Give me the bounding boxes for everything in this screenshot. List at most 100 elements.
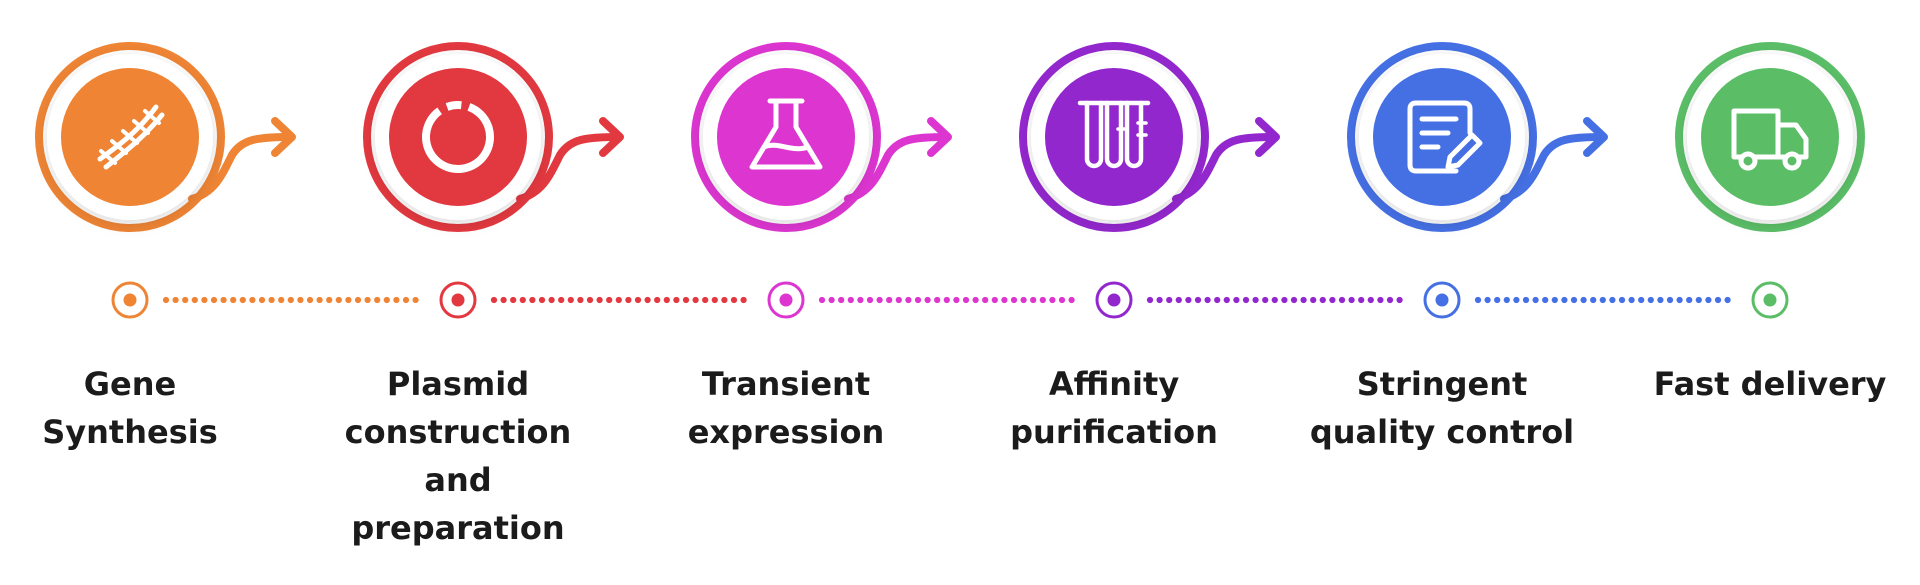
arrow-connector (516, 133, 622, 203)
connector-dot (673, 296, 680, 304)
connector-dot (615, 296, 622, 304)
connector-dot (490, 296, 498, 304)
connector-dot (1714, 296, 1722, 304)
connector-dot (1271, 296, 1278, 304)
connector-dot (1310, 296, 1317, 304)
connector-dot (1494, 296, 1501, 304)
step-label-quality-control: Stringent quality control (1309, 365, 1575, 451)
connector-dot (1396, 296, 1403, 304)
step-label-plasmid-construction: Plasmid construction and preparation (344, 365, 572, 547)
timeline-node-center (779, 293, 793, 307)
connector-dot (230, 296, 237, 304)
step-plasmid-construction (363, 42, 624, 319)
connector-dot (1039, 296, 1046, 304)
connector-dot (538, 296, 546, 304)
arrow-connector (844, 133, 950, 203)
connector-dot (663, 296, 670, 304)
connector-dot (730, 296, 738, 304)
connector-dot (905, 296, 912, 304)
connector-dot (1156, 296, 1163, 304)
connector-dot (548, 296, 555, 304)
connector-dot (943, 296, 950, 304)
connector-dot (886, 296, 893, 304)
connector-dot (606, 296, 613, 304)
connector-dot (644, 296, 651, 304)
connector-dot (991, 296, 998, 304)
connector-dot (847, 296, 854, 304)
connector-dot (249, 296, 256, 304)
connector-dot (740, 296, 747, 304)
connector-dot (634, 296, 642, 304)
step-outer-ring (363, 42, 553, 232)
connector-dot (1185, 296, 1192, 304)
connector-dot (1686, 296, 1693, 304)
connector-dot (1068, 296, 1075, 304)
connector-dot (519, 296, 526, 304)
arrow-head-icon (599, 117, 624, 157)
dotted-connector (1146, 296, 1403, 304)
connector-dot (345, 296, 352, 304)
connector-dot (654, 296, 661, 304)
connector-dot (220, 296, 227, 304)
step-inner-disc (717, 68, 855, 206)
dotted-connector (818, 296, 1075, 304)
connector-dot (258, 296, 266, 304)
connector-dot (1590, 296, 1597, 304)
timeline-node-center (1435, 293, 1449, 307)
step-outer-ring (1019, 42, 1209, 232)
connector-dot (1300, 296, 1307, 304)
connector-dot (1030, 296, 1037, 304)
connector-dot (1609, 296, 1616, 304)
arrow-head-icon (1255, 117, 1280, 157)
connector-dot (702, 296, 709, 304)
arrow-connector (188, 133, 294, 203)
connector-dot (914, 296, 922, 304)
connector-dot (1484, 296, 1491, 304)
connector-dot (711, 296, 718, 304)
connector-dot (721, 296, 728, 304)
connector-dot (1329, 296, 1336, 304)
connector-dot (278, 296, 285, 304)
connector-dot (982, 296, 989, 304)
step-gene-synthesis (35, 42, 296, 319)
step-inner-disc (389, 68, 527, 206)
connector-dot (1561, 296, 1568, 304)
connector-dot (1262, 296, 1269, 304)
connector-dot (1724, 296, 1731, 304)
connector-dot (558, 296, 565, 304)
connector-dot (1058, 296, 1066, 304)
step-label-gene-synthesis: Gene Synthesis (42, 365, 218, 451)
connector-dot (895, 296, 902, 304)
step-affinity-purification (1019, 42, 1280, 319)
timeline-node-center (1107, 293, 1121, 307)
step-label-transient-expression: Transient expression (687, 365, 885, 451)
connector-dot (1338, 296, 1346, 304)
connector-dot (866, 296, 874, 304)
connector-dot (1020, 296, 1027, 304)
connector-dot (1474, 296, 1482, 304)
connector-dot (306, 296, 314, 304)
arrow-head-icon (271, 117, 296, 157)
connector-dot (1503, 296, 1510, 304)
connector-dot (210, 296, 218, 304)
arrow-connector (1500, 133, 1606, 203)
connector-dot (1628, 296, 1635, 304)
connector-dot (1348, 296, 1355, 304)
connector-dot (239, 296, 246, 304)
connector-dot (1223, 296, 1230, 304)
step-outer-ring (1675, 42, 1865, 232)
connector-dot (1204, 296, 1211, 304)
plasmid-ring-icon (422, 101, 494, 173)
connector-dot (1647, 296, 1654, 304)
connector-dot (182, 296, 189, 304)
connector-dot (857, 296, 864, 304)
connector-dot (1166, 296, 1173, 304)
connector-dot (1214, 296, 1221, 304)
connector-dot (374, 296, 381, 304)
connector-dot (383, 296, 390, 304)
connector-dot (924, 296, 931, 304)
timeline-node-center (451, 293, 465, 307)
connector-dot (1146, 296, 1154, 304)
step-label-fast-delivery: Fast delivery (1653, 365, 1887, 403)
